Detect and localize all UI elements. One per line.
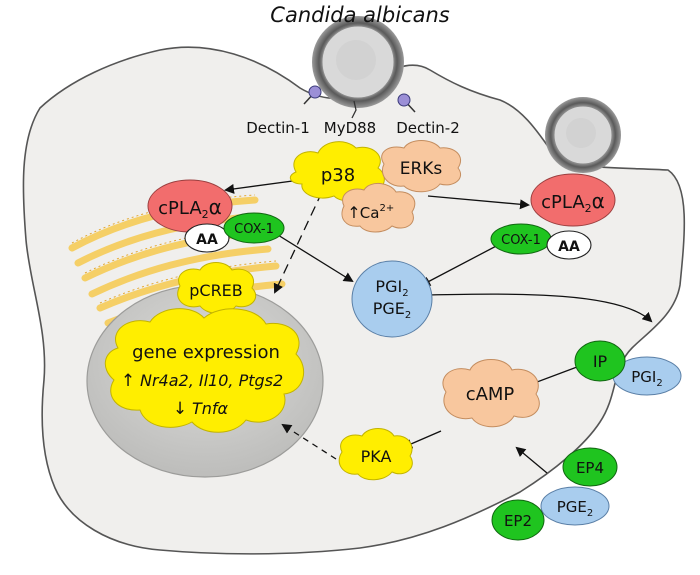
cpla2-left-alpha: α (209, 195, 222, 219)
svg-text:COX-1: COX-1 (501, 233, 541, 248)
candida-cell-right (545, 97, 621, 173)
gene-up-list: Nr4a2, Il10, Ptgs2 (140, 371, 283, 390)
svg-text:EP4: EP4 (576, 459, 604, 477)
p38-node: p38 (289, 141, 385, 202)
er-dots (71, 194, 277, 304)
cpla2-right-sub: 2 (585, 202, 592, 215)
svg-text:AA: AA (558, 239, 580, 255)
dectin1-receptor (303, 85, 322, 105)
pge2-ext-node: PGE2 (540, 486, 610, 526)
ip-receptor-node: IP (574, 340, 626, 382)
svg-text:cPLA2α: cPLA2α (158, 195, 222, 221)
candida-cell-top (312, 16, 404, 108)
prostaglandin-node: PGI2 PGE2 (351, 260, 433, 338)
pcreb-node: pCREB (177, 262, 257, 314)
svg-text:COX-1: COX-1 (234, 222, 274, 237)
pgi2-ext-label: PGI (631, 368, 656, 386)
svg-text:EP2: EP2 (504, 512, 532, 530)
aa-node-left: AA (184, 223, 230, 253)
cpla2-right-alpha: α (592, 189, 605, 213)
ep4-receptor-node: EP4 (562, 447, 618, 487)
svg-text:PKA: PKA (361, 447, 392, 466)
calcium-label: Ca (360, 204, 380, 222)
svg-text:PGE2: PGE2 (373, 299, 412, 321)
erks-node: ERKs (381, 140, 462, 193)
myd88-link (351, 100, 357, 119)
pgi2-main-label: PGI (375, 277, 402, 296)
cpla2a-node-left: cPLA2α (147, 179, 233, 233)
cpla2-right-label: cPLA (541, 192, 585, 213)
cpla2-left-sub: 2 (202, 208, 209, 221)
svg-text:ERKs: ERKs (400, 159, 443, 179)
svg-text:cAMP: cAMP (466, 384, 515, 405)
pgi2-ext-sub: 2 (656, 378, 662, 389)
gene-expression-heading: gene expression (132, 342, 280, 363)
pka-node: PKA (338, 428, 413, 481)
camp-node: cAMP (442, 359, 540, 428)
calcium-node: ↑ Ca2+ (341, 183, 416, 233)
svg-text:cPLA2α: cPLA2α (541, 189, 605, 215)
cox1-node-left: COX-1 (223, 212, 285, 244)
gene-expression-node: gene expression ↑ Nr4a2, Il10, Ptgs2 ↓ T… (104, 308, 305, 433)
svg-text:AA: AA (196, 232, 218, 248)
pgi2-main-sub: 2 (402, 288, 408, 299)
gene-up-arrow: ↑ (121, 371, 135, 391)
pge2-ext-label: PGE (557, 498, 587, 516)
svg-text:pCREB: pCREB (189, 281, 243, 300)
svg-text:p38: p38 (321, 165, 355, 186)
calcium-sup: 2+ (379, 203, 394, 214)
ep2-receptor-node: EP2 (491, 499, 545, 541)
pge2-main-label: PGE (373, 299, 405, 318)
dectin1-label: Dectin-1 (246, 119, 310, 137)
dectin2-label: Dectin-2 (396, 119, 460, 137)
svg-text:IP: IP (593, 352, 608, 371)
cpla2a-node-right: cPLA2α (530, 173, 616, 227)
gene-down-arrow: ↓ (173, 399, 187, 419)
cpla2-left-label: cPLA (158, 198, 202, 219)
dectin2-receptor (397, 93, 416, 113)
gene-down-list: Tnfα (192, 399, 229, 418)
pge2-ext-sub: 2 (587, 508, 593, 519)
pge2-main-sub: 2 (405, 310, 411, 321)
calcium-up-arrow: ↑ (347, 203, 360, 222)
organism-title: Candida albicans (270, 3, 449, 27)
aa-node-right: AA (546, 230, 592, 260)
svg-text:Ca2+: Ca2+ (360, 203, 394, 222)
myd88-label: MyD88 (324, 119, 376, 137)
svg-text:PGI2: PGI2 (631, 368, 662, 389)
cox1-node-right: COX-1 (490, 223, 552, 255)
svg-text:PGE2: PGE2 (557, 498, 594, 519)
svg-text:PGI2: PGI2 (375, 277, 408, 299)
